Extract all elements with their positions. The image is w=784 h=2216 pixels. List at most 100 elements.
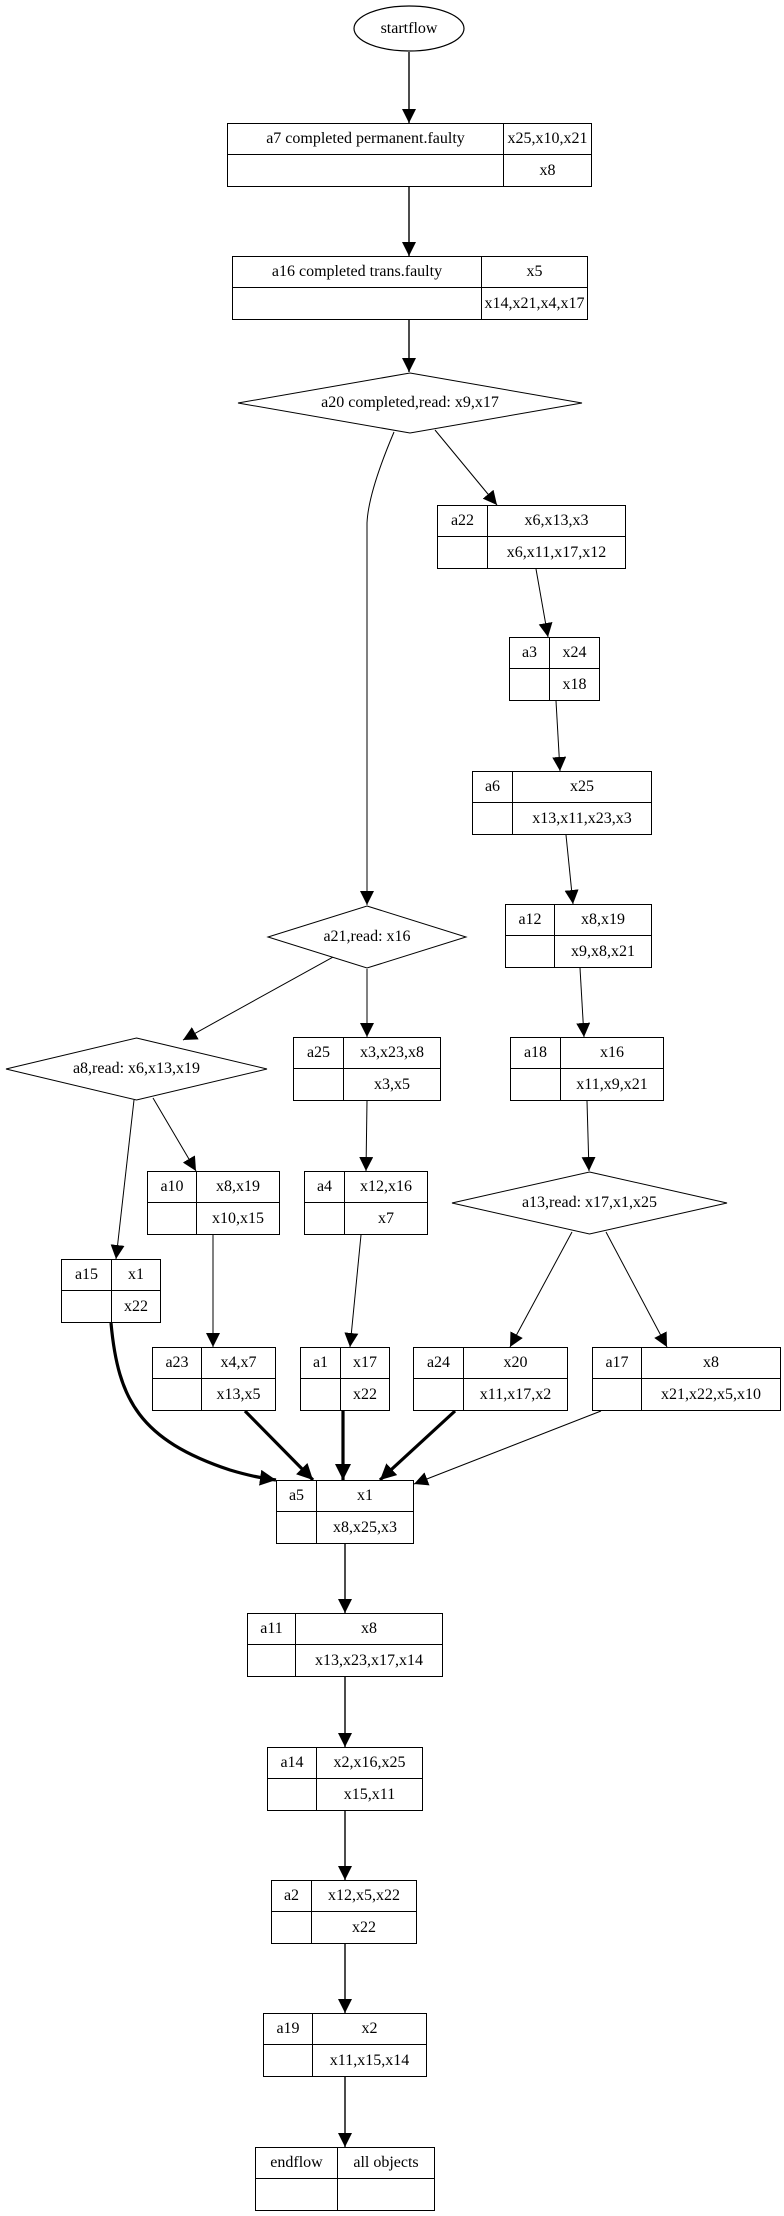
node-name: a25: [294, 1038, 344, 1069]
node-bottom-values: x8,x25,x3: [333, 1518, 397, 1536]
node-bottom-values: x22: [352, 1918, 376, 1936]
node-name: a7 completed permanent.faulty: [228, 124, 504, 155]
edge-a23-a5: [243, 1409, 315, 1482]
node-name: a3: [510, 638, 550, 669]
node-top-values: x16: [561, 1038, 663, 1069]
node-empty-cell: [473, 803, 513, 834]
node-a13[interactable]: a13,read: x17,x1,x25: [451, 1171, 728, 1235]
node-top-values: x2: [313, 2014, 426, 2045]
edge-a18-a13: [581, 1100, 596, 1172]
node-name: a24: [414, 1348, 464, 1379]
node-name: a6: [473, 772, 513, 803]
node-empty-cell: [438, 537, 488, 568]
node-name: a18: [511, 1038, 561, 1069]
node-empty-cell: [272, 1912, 312, 1943]
node-top-values: x8,x19: [197, 1172, 279, 1203]
node-empty-cell: [264, 2045, 313, 2076]
edge-a6-a12: [564, 834, 579, 905]
node-label: a20 completed,read: x9,x17: [321, 394, 499, 411]
node-bottom-values: x13,x5: [216, 1385, 261, 1403]
node-empty-cell: [248, 1645, 296, 1676]
node-bottom-values: x10,x15: [212, 1209, 264, 1227]
node-top-values: x8: [296, 1614, 442, 1645]
diamond-shape: [451, 1171, 728, 1235]
node-bottom-values: x14,x21,x4,x17: [484, 294, 585, 312]
node-a20[interactable]: a20 completed,read: x9,x17: [237, 372, 583, 434]
node-name: a17: [593, 1348, 642, 1379]
edge-a20-a22: [434, 429, 498, 506]
node-top-values: x3,x23,x8: [344, 1038, 440, 1069]
edge-a12-a18: [576, 967, 591, 1038]
node-name: a23: [153, 1348, 202, 1379]
node-empty-cell: [268, 1779, 317, 1810]
node-top-values: all objects: [338, 2148, 434, 2179]
node-a21[interactable]: a21,read: x16: [266, 905, 468, 969]
node-bottom-values: x21,x22,x5,x10: [661, 1385, 761, 1403]
node-startflow[interactable]: startflow: [353, 5, 465, 52]
diamond-shape: [237, 372, 583, 434]
node-bottom-values: x13,x11,x23,x3: [532, 809, 632, 827]
node-empty-cell: [305, 1203, 345, 1234]
node-name: a2: [272, 1881, 312, 1912]
node-empty-cell: [153, 1379, 202, 1410]
diamond-shape: [266, 905, 468, 969]
edge-a22-a3: [535, 568, 553, 638]
node-a8[interactable]: a8,read: x6,x13,x19: [5, 1037, 268, 1101]
edge-a17-a5: [413, 1410, 602, 1486]
node-top-values: x20: [464, 1348, 567, 1379]
node-top-values: x24: [550, 638, 599, 669]
node-empty-cell: [294, 1069, 344, 1100]
node-empty-cell: [593, 1379, 642, 1410]
edge-a4-a1: [344, 1234, 362, 1348]
node-name: a4: [305, 1172, 345, 1203]
node-bottom-values: [338, 2179, 434, 2210]
node-top-values: x17: [341, 1348, 389, 1379]
node-bottom-values: x7: [378, 1209, 394, 1227]
node-empty-cell: [277, 1512, 317, 1543]
node-bottom-values: x18: [562, 675, 587, 693]
node-top-values: x12,x16: [345, 1172, 427, 1203]
node-bottom-values: x3,x5: [374, 1075, 410, 1093]
edge-a13-a17: [605, 1231, 668, 1348]
node-label: a8,read: x6,x13,x19: [72, 1060, 201, 1077]
node-name: a1: [301, 1348, 341, 1379]
node-name: a22: [438, 506, 488, 537]
edge-a25-a4: [359, 1100, 374, 1172]
node-top-values: x8,x19: [555, 905, 651, 936]
node-empty-cell: [62, 1291, 112, 1322]
node-top-values: x1: [112, 1260, 160, 1291]
edge-a8-a15: [110, 1099, 135, 1260]
edge-a13-a24: [509, 1231, 573, 1348]
edge-a15-a5: [109, 1322, 277, 1486]
edge-a20-a21: [360, 431, 395, 905]
node-top-values: x5: [482, 257, 587, 288]
node-top-values: x8: [642, 1348, 780, 1379]
node-bottom-values: x11,x15,x14: [329, 2051, 410, 2069]
node-name: a15: [62, 1260, 112, 1291]
node-label: a13,read: x17,x1,x25: [521, 1194, 658, 1211]
node-top-values: x2,x16,x25: [317, 1748, 422, 1779]
node-bottom-values: x11,x17,x2: [479, 1385, 552, 1403]
